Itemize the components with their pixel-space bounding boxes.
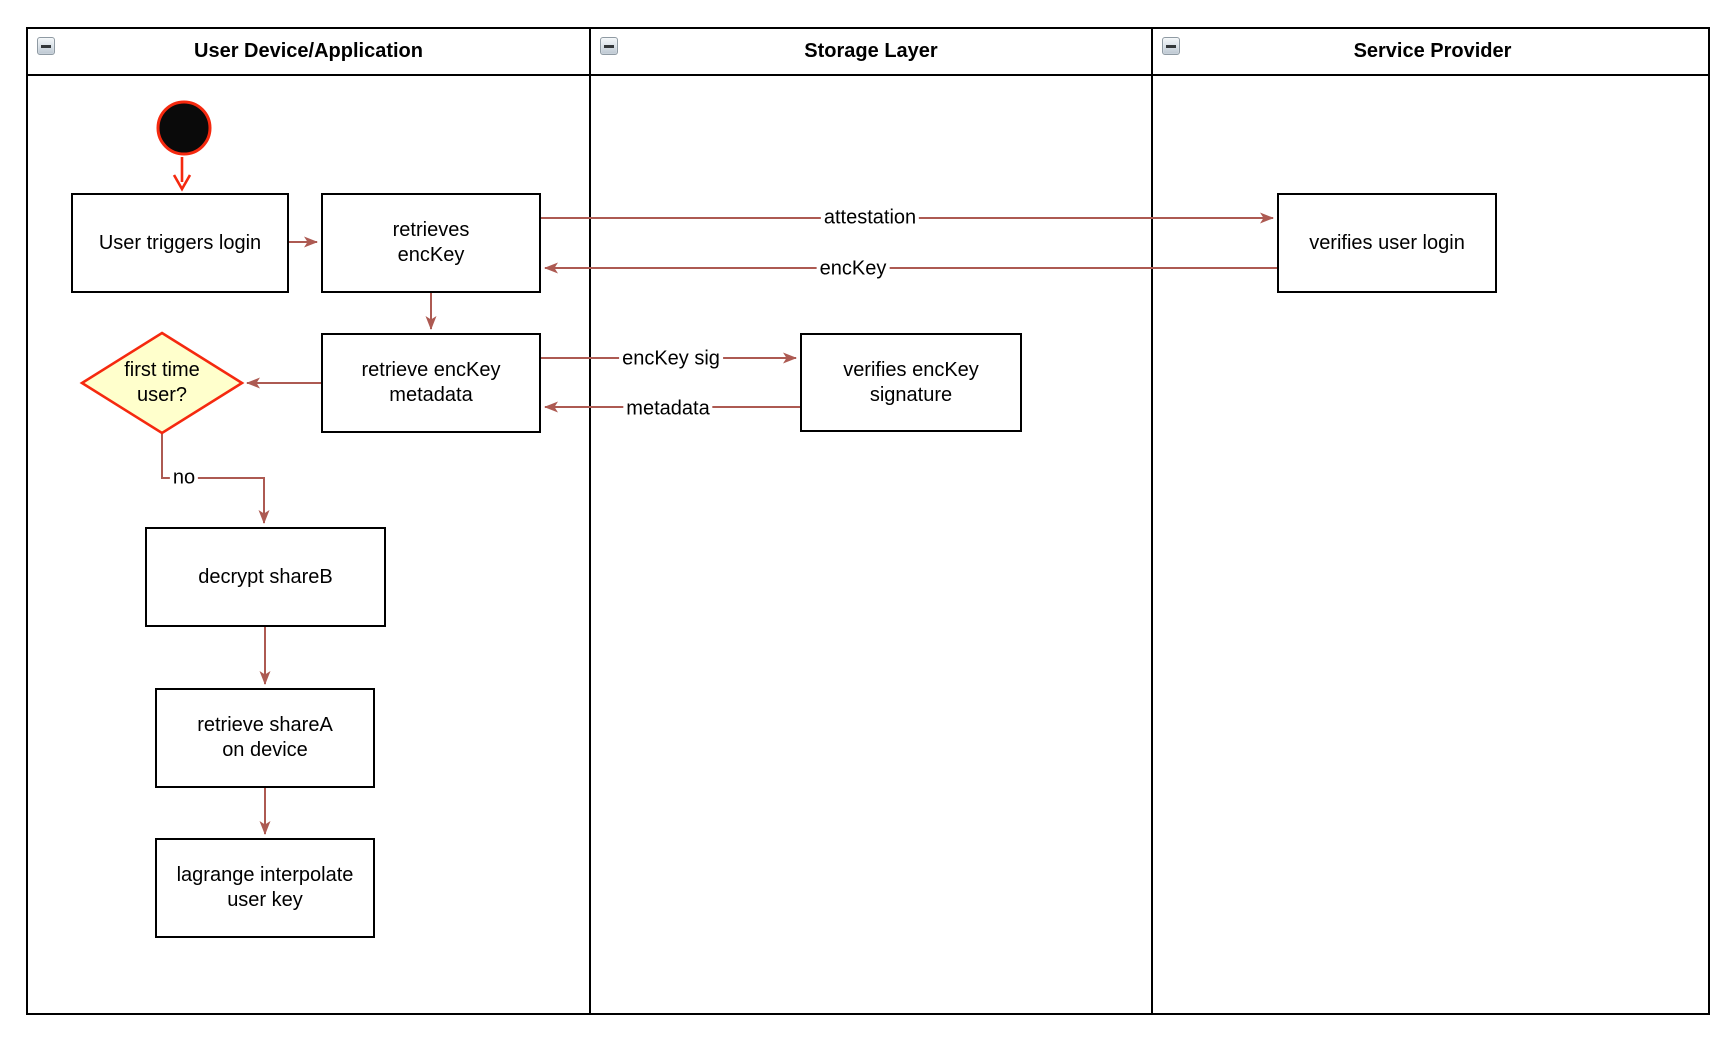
edge-label-enckey-sig[interactable]: encKey sig [619, 347, 723, 371]
collapse-minus-icon[interactable] [37, 37, 55, 55]
lane-title-storage-layer: Storage Layer [804, 40, 938, 62]
decision-diamond[interactable] [79, 331, 245, 435]
collapse-minus-icon[interactable] [600, 37, 618, 55]
edge-label-enckey[interactable]: encKey [816, 257, 890, 281]
node-lagrange-interpolate[interactable]: lagrange interpolate user key [155, 838, 375, 938]
node-verifies-enckey-signature[interactable]: verifies encKey signature [800, 333, 1022, 432]
edge-no-branch [161, 433, 270, 524]
lane-divider [1151, 29, 1153, 1013]
node-retrieve-enckey-metadata[interactable]: retrieve encKey metadata [321, 333, 541, 433]
edge-label-metadata[interactable]: metadata [623, 397, 713, 421]
start-node[interactable] [156, 100, 212, 156]
node-retrieve-sharea[interactable]: retrieve shareA on device [155, 688, 375, 788]
node-verifies-user-login[interactable]: verifies user login [1277, 193, 1497, 293]
lane-divider [589, 29, 591, 1013]
node-user-triggers-login[interactable]: User triggers login [71, 193, 289, 293]
lane-header-storage-layer: Storage Layer [591, 29, 1151, 74]
start-arrowhead-icon [172, 174, 192, 192]
lane-header-divider [28, 74, 1708, 76]
edge-label-no[interactable]: no [169, 466, 199, 490]
lane-header-service-provider: Service Provider [1153, 29, 1712, 74]
edge-label-attestation[interactable]: attestation [820, 206, 920, 230]
decision-first-time-user-label[interactable]: first time user? [124, 359, 200, 406]
lane-title-service-provider: Service Provider [1353, 40, 1512, 62]
node-decrypt-shareb[interactable]: decrypt shareB [145, 527, 386, 627]
lane-header-user-device: User Device/Application [28, 29, 589, 74]
lane-title-user-device: User Device/Application [194, 40, 423, 62]
collapse-minus-icon[interactable] [1162, 37, 1180, 55]
node-retrieves-enckey[interactable]: retrieves encKey [321, 193, 541, 293]
